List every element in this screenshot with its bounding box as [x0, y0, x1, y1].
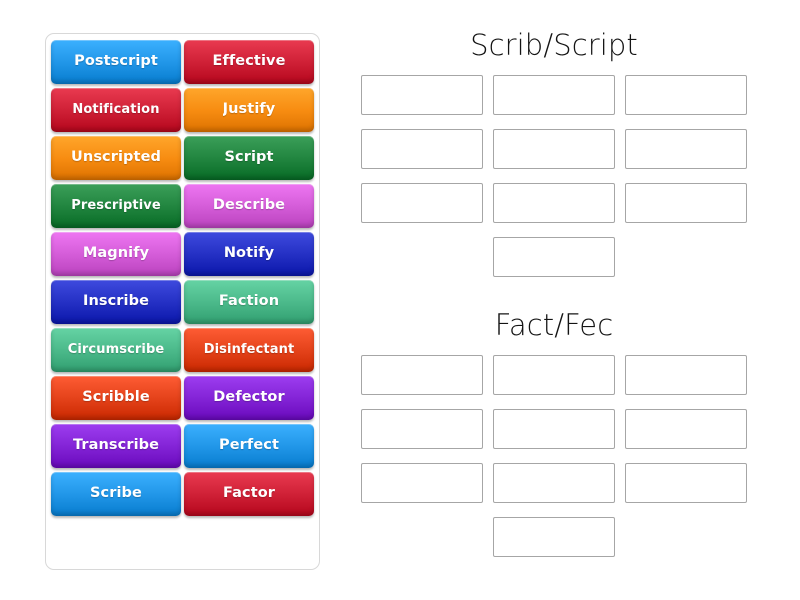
drop-zone[interactable] [361, 355, 483, 396]
word-tile-label: Notify [223, 246, 275, 262]
drop-zone[interactable] [493, 75, 615, 116]
drop-zone[interactable] [361, 75, 483, 116]
word-tile[interactable]: Perfect [184, 424, 314, 468]
group-panel-fact-fec: Fact/Fec [352, 308, 756, 558]
drop-zone[interactable] [625, 463, 747, 504]
word-tile[interactable]: Factor [184, 472, 314, 516]
word-tile[interactable]: Inscribe [51, 280, 181, 324]
word-tile-label: Unscripted [71, 150, 161, 166]
word-tile-label: Defector [213, 390, 285, 406]
word-tile-label: Justify [222, 102, 276, 118]
word-tile[interactable]: Postscript [51, 40, 181, 84]
word-tile[interactable]: Circumscribe [51, 328, 181, 372]
drop-zone[interactable] [493, 129, 615, 170]
drop-zone[interactable] [361, 183, 483, 224]
drop-zone[interactable] [361, 409, 483, 450]
drop-zone[interactable] [493, 237, 615, 278]
drop-zone[interactable] [493, 463, 615, 504]
group-panel-scrib-script: Scrib/Script [352, 28, 756, 278]
word-tile[interactable]: Describe [184, 184, 314, 228]
word-tile-label: Faction [218, 294, 280, 310]
word-tile[interactable]: Faction [184, 280, 314, 324]
drop-zone[interactable] [493, 183, 615, 224]
word-tile-label: Script [224, 150, 274, 166]
word-tile[interactable]: Magnify [51, 232, 181, 276]
drop-zone[interactable] [361, 463, 483, 504]
drop-zone-grid-scrib-script [352, 75, 756, 278]
drop-zone[interactable] [625, 355, 747, 396]
drop-zone[interactable] [625, 409, 747, 450]
word-tile-label: Magnify [82, 246, 150, 262]
word-tile-label: Scribble [82, 390, 150, 406]
drop-zone[interactable] [493, 517, 615, 558]
word-tile-label: Prescriptive [71, 199, 161, 213]
drop-zone[interactable] [625, 75, 747, 116]
drop-zone[interactable] [625, 129, 747, 170]
group-heading-scrib-script: Scrib/Script [470, 28, 638, 62]
drop-zone[interactable] [625, 183, 747, 224]
word-tile[interactable]: Notification [51, 88, 181, 132]
word-tile[interactable]: Scribble [51, 376, 181, 420]
drop-zone[interactable] [493, 355, 615, 396]
drop-zone[interactable] [493, 409, 615, 450]
word-tile-label: Describe [212, 198, 286, 214]
drop-zone-grid-fact-fec [352, 355, 756, 558]
word-tile-label: Effective [212, 54, 286, 70]
word-tile-label: Notification [72, 103, 160, 117]
word-tile[interactable]: Disinfectant [184, 328, 314, 372]
word-tile-label: Circumscribe [67, 343, 165, 357]
word-tile-label: Disinfectant [203, 343, 295, 357]
word-tile[interactable]: Defector [184, 376, 314, 420]
word-tile[interactable]: Effective [184, 40, 314, 84]
word-tile-label: Perfect [219, 438, 279, 454]
word-tile-label: Inscribe [82, 294, 150, 310]
word-tile-label: Postscript [74, 54, 158, 70]
word-tile[interactable]: Unscripted [51, 136, 181, 180]
word-tile[interactable]: Script [184, 136, 314, 180]
word-tile[interactable]: Notify [184, 232, 314, 276]
group-heading-fact-fec: Fact/Fec [494, 308, 614, 342]
word-tile-label: Scribe [90, 486, 142, 502]
word-tile-label: Factor [222, 486, 276, 502]
word-tile[interactable]: Transcribe [51, 424, 181, 468]
word-tile-label: Transcribe [72, 438, 160, 454]
word-tile[interactable]: Justify [184, 88, 314, 132]
word-tile[interactable]: Prescriptive [51, 184, 181, 228]
drop-zone[interactable] [361, 129, 483, 170]
word-tile[interactable]: Scribe [51, 472, 181, 516]
